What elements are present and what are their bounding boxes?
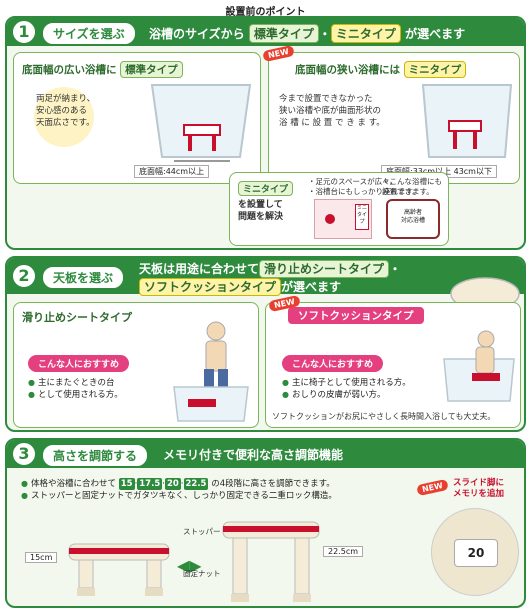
mini-solution-chip: ミニタイプ (238, 181, 294, 196)
standard-panel-body: 両足が納まり、安心感のある天面広さです。 (36, 94, 96, 128)
height-bullet-1: 体格や浴槽に合わせて 15·17.5·20·22.5 の4段階に高さを調節できま… (21, 478, 421, 490)
section-top-plate: 2 天板を選ぶ 天板は用途に合わせて滑り止めシートタイプ・ ソフトクッションタイ… (5, 256, 526, 432)
soft-cushion-title: ソフトクッションタイプ (288, 307, 424, 324)
section-top-plate-heading: 天板は用途に合わせて滑り止めシートタイプ・ ソフトクッションタイプが選べます (139, 260, 402, 296)
mini-panel-body: 今まで設置できなかった狭い浴槽や底が曲面形状の浴 槽 に 設 置 で き ま す… (279, 94, 385, 128)
standard-type-panel: 底面幅の広い浴槽に 標準タイプ 両足が納まり、安心感のある天面広さです。 底面幅… (13, 52, 261, 184)
section-height-pill: 高さを調節する (41, 443, 150, 468)
low-height-label: 15cm (25, 552, 58, 563)
section-height-heading: メモリ付きで便利な高さ調節機能 (163, 448, 344, 462)
elderly-tub-diagram: 高齢者対応浴槽 (386, 199, 440, 239)
mini-solution-box: ミニタイプ を設置して問題を解決 ・足元のスペースが広々。・浴槽台にもしっかり座… (229, 172, 449, 246)
mini-tub-illustration (421, 84, 513, 158)
non-slip-panel: 滑り止めシートタイプ こんな人におすすめ 主にまたぐときの台 として使用される方… (13, 302, 259, 428)
section-height-header: 3 高さを調節する メモリ付きで便利な高さ調節機能 (7, 440, 524, 468)
adjust-arrows-icon: ◀▶ (177, 556, 202, 575)
standard-bottom-width: 底面幅:44cm以上 (134, 165, 210, 178)
mini-type-panel: 底面幅の狭い浴槽には ミニタイプ 今まで設置できなかった狭い浴槽や底が曲面形状の… (268, 52, 520, 184)
standard-tub-illustration (150, 84, 252, 162)
step-number: 2 (11, 263, 37, 289)
standard-panel-title: 底面幅の広い浴槽に 標準タイプ (22, 61, 183, 78)
high-height-label: 22.5cm (323, 546, 364, 557)
non-slip-bullets: 主にまたぐときの台 として使用される方。 (28, 377, 123, 401)
height-bullet-2: ストッパーと固定ナットでガタツキなく、しっかり固定できる二重ロック構造。 (21, 490, 421, 502)
section-size-pill: サイズを選ぶ (41, 21, 137, 46)
soft-cushion-recommend-tag: こんな人におすすめ (282, 355, 384, 372)
fixing-nut-label: 固定ナット (183, 569, 221, 578)
soft-cushion-bullets: 主に椅子として使用される方。 おしりの皮膚が弱い方。 (282, 377, 411, 401)
height-scale-closeup: 20 (431, 508, 519, 596)
mini-panel-title: 底面幅の狭い浴槽には ミニタイプ (295, 61, 467, 78)
mini-benefit-list: ・足元のスペースが広々。・浴槽台にもしっかり座れます。 (308, 177, 420, 196)
tall-stool-illustration (222, 521, 320, 602)
non-slip-title: 滑り止めシートタイプ (22, 311, 132, 324)
section-height: 3 高さを調節する メモリ付きで便利な高さ調節機能 体格や浴槽に合わせて 15·… (5, 438, 526, 608)
soft-cushion-panel: ソフトクッションタイプ こんな人におすすめ 主に椅子として使用される方。 おしり… (265, 302, 521, 428)
section-top-plate-header: 2 天板を選ぶ 天板は用途に合わせて滑り止めシートタイプ・ ソフトクッションタイ… (7, 258, 524, 296)
page-title: 設置前のポイント (225, 7, 306, 18)
section-top-plate-pill: 天板を選ぶ (41, 265, 126, 290)
mini-type-diagram: ミニタイプ (314, 199, 372, 239)
sitting-illustration (443, 330, 515, 402)
step-number: 3 (11, 441, 37, 467)
new-badge: NEW (416, 478, 449, 497)
height-bullets: 体格や浴槽に合わせて 15·17.5·20·22.5 の4段階に高さを調節できま… (21, 478, 421, 502)
height-scale-value: 20 (454, 539, 498, 567)
mini-compatible-text: ・こんな浴槽にも設置できます。 (382, 177, 442, 196)
soft-cushion-note: ソフトクッションがお尻にやさしく長時間入浴しても大丈夫。 (272, 412, 496, 421)
low-stool-illustration (68, 543, 170, 596)
highlight-circle (34, 87, 94, 147)
mini-solution-text: を設置して問題を解決 (238, 200, 284, 222)
step-number: 1 (11, 19, 37, 45)
section-size-heading: 浴槽のサイズから 標準タイプ・ミニタイプ が選べます (149, 24, 465, 43)
slide-leg-note: スライド脚にメモリを追加 (453, 478, 505, 499)
stopper-label: ストッパー (183, 527, 221, 536)
non-slip-recommend-tag: こんな人におすすめ (28, 355, 130, 372)
section-size-header: 1 サイズを選ぶ 浴槽のサイズから 標準タイプ・ミニタイプ が選べます (7, 18, 524, 46)
section-size: 1 サイズを選ぶ 浴槽のサイズから 標準タイプ・ミニタイプ が選べます 底面幅の… (5, 16, 526, 250)
stepping-illustration (173, 321, 249, 422)
